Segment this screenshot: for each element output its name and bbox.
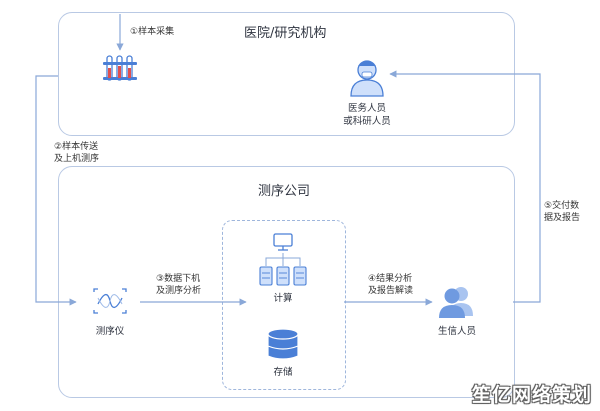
doctor-label: 医务人员 或科研人员 <box>343 103 391 127</box>
step1-label: ①样本采集 <box>130 27 175 37</box>
step3-label: ③数据下机 及测序分析 <box>156 274 202 296</box>
storage-label: 存储 <box>273 367 293 378</box>
arrow-step2 <box>35 75 77 306</box>
step2-label: ②样本传送 及上机测序 <box>54 142 100 164</box>
pipeline-dashed-box <box>222 220 346 390</box>
watermark-text: 笙亿网络策划 <box>471 384 592 406</box>
bioinfo-label: 生信人员 <box>437 326 476 337</box>
step4-label: ④结果分析 及报告解读 <box>368 274 414 296</box>
hospital-title: 医院/研究机构 <box>244 26 327 41</box>
company-title: 测序公司 <box>258 184 311 199</box>
sequencer-label: 测序仪 <box>95 326 125 337</box>
compute-label: 计算 <box>273 293 293 304</box>
arrow-step5 <box>389 70 541 303</box>
step5-label: ⑤交付数 据及报告 <box>544 201 581 223</box>
